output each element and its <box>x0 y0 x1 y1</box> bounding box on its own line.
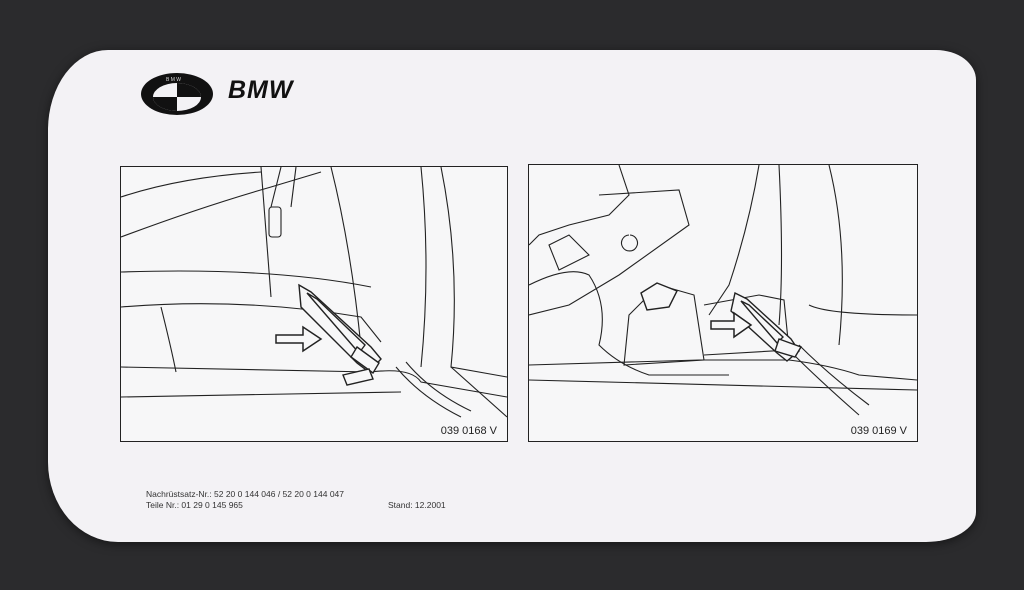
figure-code: 039 0168 V <box>438 425 499 437</box>
figure-code: 039 0169 V <box>848 425 909 437</box>
arrow-right-icon <box>710 311 753 339</box>
figure-panel-right: 039 0169 V <box>528 164 918 442</box>
arrow-right-icon <box>275 325 323 353</box>
kit-number: Nachrüstsatz-Nr.: 52 20 0 144 046 / 52 2… <box>146 489 344 499</box>
figure-panel-left: 039 0168 V <box>120 166 508 442</box>
brand-name: BMW <box>228 76 294 104</box>
revision-date: Stand: 12.2001 <box>388 500 446 510</box>
seat-belt-illustration-right <box>529 165 917 416</box>
bmw-roundel-icon: B M W <box>140 72 214 116</box>
part-number: Teile Nr.: 01 29 0 145 965 <box>146 500 243 510</box>
seat-belt-illustration-left <box>121 167 507 418</box>
svg-text:B M W: B M W <box>166 77 181 83</box>
buckle-right <box>640 282 803 362</box>
buckle-left <box>298 283 382 386</box>
